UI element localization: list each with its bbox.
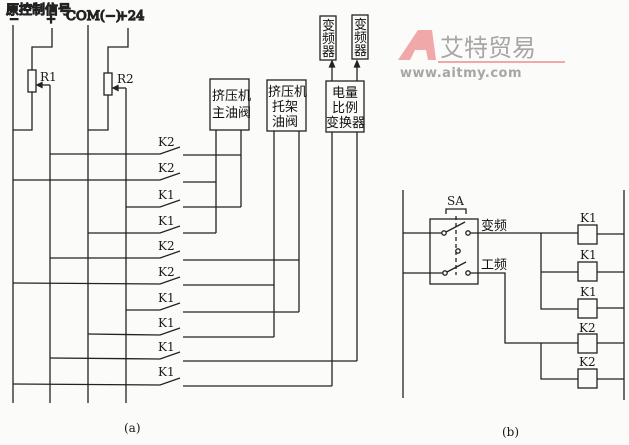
coil-k2-1: K2 xyxy=(577,321,624,354)
svg-text:变: 变 xyxy=(322,18,335,34)
contact-label: K1 xyxy=(158,316,175,330)
svg-text:K1: K1 xyxy=(580,285,597,299)
r1-label: R1 xyxy=(40,70,57,84)
r2-label: R2 xyxy=(117,72,134,86)
svg-text:K2: K2 xyxy=(579,355,596,369)
diagram-a-rails xyxy=(12,25,127,403)
carrier-oil-valve-box: 挤压机 托架 油阀 xyxy=(266,79,307,132)
diagram-b: SA 变频 工频 K1 K1 K1 K2 K2 xyxy=(402,190,625,400)
svg-text:K1: K1 xyxy=(580,248,597,262)
svg-text:变: 变 xyxy=(354,17,367,33)
original-signal-label: 原控制信号 xyxy=(6,3,71,18)
contact-label: K1 xyxy=(158,291,175,305)
plus24-terminal-label: +24 xyxy=(117,9,144,24)
svg-text:器: 器 xyxy=(322,45,335,60)
contact-rows: K2 K2 K1 K1 K2 K2 K1 K1 K1 K1 xyxy=(12,135,357,387)
resistor-r1: R1 xyxy=(13,28,57,131)
svg-text:主油阀: 主油阀 xyxy=(212,106,251,121)
coil-k1-1: K1 xyxy=(577,211,624,245)
caption-b: (b) xyxy=(502,425,519,439)
line-freq-mode-label: 工频 xyxy=(481,258,507,273)
contact-label: K1 xyxy=(158,340,175,354)
svg-text:器: 器 xyxy=(354,44,367,59)
caption-a: (a) xyxy=(124,421,141,435)
svg-text:挤压机: 挤压机 xyxy=(268,85,307,100)
main-oil-valve-box: 挤压机 主油阀 xyxy=(209,78,251,131)
contact-label: K2 xyxy=(158,135,175,149)
watermark-brand: 艾特贸易 xyxy=(440,34,536,62)
minus-terminal-label: − xyxy=(9,12,19,26)
logo-icon xyxy=(398,30,436,60)
selector-switch-sa xyxy=(429,218,479,285)
coil-k1-3: K1 xyxy=(577,285,624,319)
resistor-r2: R2 xyxy=(88,28,134,131)
coil-k1-2: K1 xyxy=(577,248,624,282)
com-terminal-label: COM(−) xyxy=(66,9,121,24)
svg-text:K1: K1 xyxy=(580,211,597,225)
svg-text:托架: 托架 xyxy=(272,100,298,115)
coil-k2-2: K2 xyxy=(577,355,624,389)
svg-text:挤压机: 挤压机 xyxy=(212,89,251,104)
svg-text:油阀: 油阀 xyxy=(272,115,298,130)
watermark: 艾特贸易 www.aitmy.com xyxy=(398,30,565,81)
electric-proportional-converter-box: 电量 比例 变换器 xyxy=(325,59,365,133)
svg-text:K2: K2 xyxy=(579,321,596,335)
plus-terminal-label: + xyxy=(46,12,56,26)
sa-label: SA xyxy=(447,194,464,208)
diagram-a-headers: 原控制信号 − + COM(−) +24 xyxy=(5,2,145,26)
inverter-box-2: 变 频 器 xyxy=(351,14,369,60)
svg-text:比例: 比例 xyxy=(332,101,358,116)
inverter-mode-label: 变频 xyxy=(481,218,507,234)
watermark-url: www.aitmy.com xyxy=(400,66,522,81)
svg-text:变换器: 变换器 xyxy=(326,115,365,131)
contact-label: K2 xyxy=(158,161,175,175)
svg-text:频: 频 xyxy=(322,32,335,47)
svg-text:频: 频 xyxy=(354,31,367,46)
svg-text:电量: 电量 xyxy=(332,86,358,101)
inverter-box-1: 变 频 器 xyxy=(319,15,337,61)
contact-label: K2 xyxy=(158,265,175,279)
contact-label: K2 xyxy=(158,239,175,253)
contact-label: K1 xyxy=(158,188,175,202)
contact-label: K1 xyxy=(158,214,175,228)
contact-label: K1 xyxy=(158,365,175,379)
